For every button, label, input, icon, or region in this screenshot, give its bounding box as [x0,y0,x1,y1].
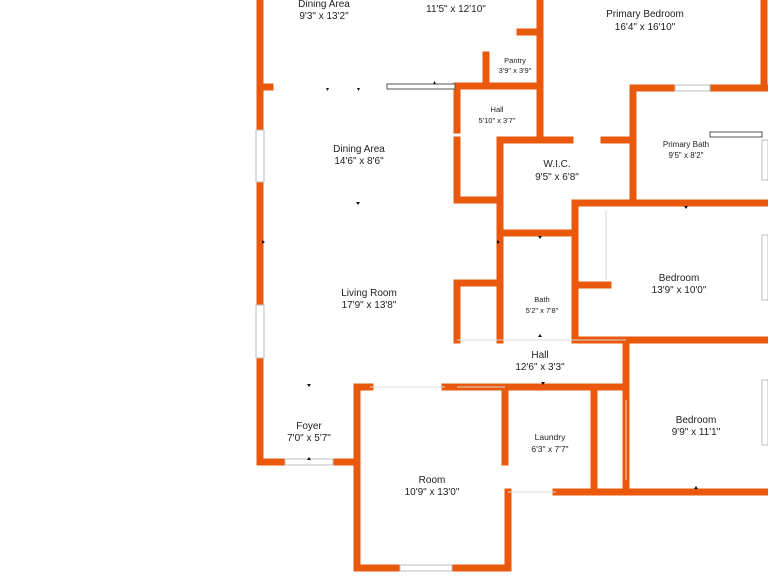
dims-foyer: 7'0" x 5'7" [287,433,331,444]
dims-living-room: 17'9" x 13'8" [342,300,397,311]
dims-hall-upper: 5'10" x 3'7" [479,116,516,125]
marker [433,81,436,84]
marker [357,88,360,91]
windows [255,83,768,572]
label-primary-bedroom: Primary Bedroom [606,9,684,20]
marker [307,384,311,387]
label-foyer: Foyer [296,421,322,432]
window-west-dining [255,129,265,183]
dims-primary-bedroom: 16'4" x 16'10" [615,22,676,33]
sliding-door-primary-bath [709,131,763,138]
marker [694,486,698,489]
label-dining-area-top: Dining Area [298,0,350,10]
marker [541,382,545,385]
door-openings [370,210,627,493]
window-bedroom-se [761,379,768,446]
sliding-door-dining [386,83,456,90]
label-laundry: Laundry [535,432,566,442]
room-labels: Dining Area 9'3" x 13'2" 11'5" x 12'10" … [287,0,721,498]
dims-hall-lower: 12'6" x 3'3" [515,362,565,373]
label-hall-lower: Hall [531,350,548,361]
label-hall-upper: Hall [491,105,504,114]
dims-dining-area-top: 9'3" x 13'2" [299,11,349,22]
dims-bedroom-east: 13'9" x 10'0" [652,285,707,296]
window-bedroom-east [761,234,768,301]
dims-kitchen: 11'5" x 12'10" [426,4,486,15]
label-room: Room [419,475,446,486]
dims-bedroom-southeast: 9'9" x 11'1" [672,427,721,438]
dims-wic: 9'5" x 6'8" [535,172,579,183]
label-living-room: Living Room [341,288,397,299]
marker [684,206,688,209]
marker [307,457,311,460]
window-primary-bath [674,84,711,92]
dims-room: 10'9" x 13'0" [405,487,460,498]
marker [356,202,360,205]
dims-primary-bath: 9'5" x 8'2" [669,151,704,160]
marker [326,88,329,91]
marker [538,236,542,239]
marker [262,240,265,244]
window-west-living [255,304,265,359]
marker [497,240,500,244]
window-room-south [399,564,453,572]
label-dining-area: Dining Area [333,144,385,155]
label-primary-bath: Primary Bath [663,140,709,149]
label-wic: W.I.C. [543,159,570,170]
label-bedroom-east: Bedroom [659,273,700,284]
dims-bath: 5'2" x 7'8" [526,306,559,315]
marker [538,334,542,337]
dims-pantry: 3'9" x 3'9" [499,66,532,75]
label-bedroom-southeast: Bedroom [676,415,717,426]
label-pantry: Pantry [504,56,526,65]
window-primary-bath-east [761,139,768,181]
label-bath: Bath [534,295,549,304]
dims-dining-area: 14'6" x 8'6" [334,156,384,167]
dims-laundry: 6'3" x 7'7" [531,444,568,454]
markers [262,81,698,489]
